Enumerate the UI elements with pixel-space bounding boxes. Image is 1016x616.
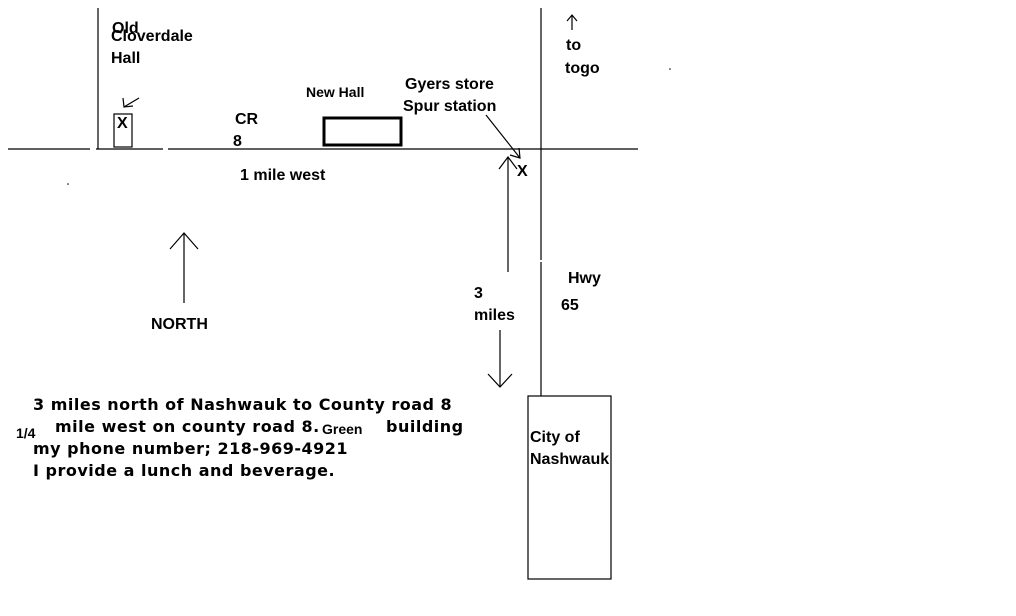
three-miles-arrowhead-down <box>487 373 513 388</box>
store-arrow <box>485 114 521 159</box>
cr-label: CR <box>235 111 259 128</box>
cr-number: 8 <box>233 133 242 150</box>
hwy-number: 65 <box>561 297 579 314</box>
store-marker: X <box>517 163 528 180</box>
directions-building: building <box>386 417 464 436</box>
three-label: 3 <box>474 285 483 302</box>
old-hall-marker: X <box>117 115 128 132</box>
gyers-store-label: Gyers store <box>405 76 494 93</box>
stray-dot <box>669 68 671 70</box>
old-hall-label-3: Hall <box>111 50 140 67</box>
directions-lunch: I provide a lunch and beverage. <box>33 461 335 480</box>
city-of-nashwauk <box>527 395 612 580</box>
togo-label: togo <box>565 60 600 77</box>
directions-phone: my phone number; 218-969-4921 <box>33 439 348 458</box>
old-hall-label-2: Cloverdale <box>111 28 193 45</box>
hwy-label: Hwy <box>568 270 601 287</box>
north-label: NORTH <box>151 316 208 333</box>
directions-line-1: 3 miles north of Nashwauk to County road… <box>33 395 452 414</box>
spur-station-label: Spur station <box>403 98 496 115</box>
old-hall-arrowhead <box>122 97 134 108</box>
to-label: to <box>566 37 581 54</box>
new-hall-label: New Hall <box>306 84 364 100</box>
directions-fraction: 1/4 <box>16 425 36 441</box>
directions-green: Green <box>322 421 362 437</box>
three-miles-arrowhead-up <box>498 156 518 170</box>
old-hall-building <box>113 113 133 148</box>
togo-arrowhead <box>566 14 578 22</box>
city-label-2: Nashwauk <box>530 451 609 468</box>
store-arrowhead <box>509 147 521 159</box>
old-hall-label-1: Old <box>112 20 139 37</box>
miles-label: miles <box>474 307 515 324</box>
one-mile-west: 1 mile west <box>240 167 326 184</box>
city-label-1: City of <box>530 429 580 446</box>
new-hall-building <box>322 116 403 147</box>
directions-line-2: mile west on county road 8. <box>55 417 320 436</box>
stray-dot-2 <box>67 183 69 185</box>
north-arrowhead <box>169 232 199 250</box>
old-hall-arrow <box>123 97 140 108</box>
